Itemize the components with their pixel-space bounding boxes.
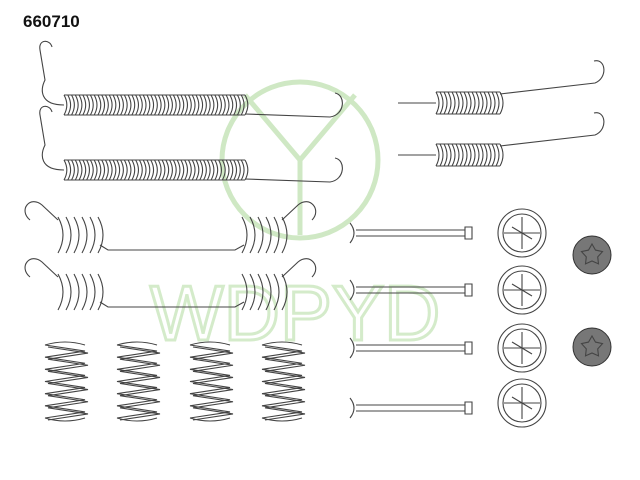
hold-down-pin [349, 337, 473, 359]
part-number: 660710 [23, 12, 80, 31]
short-hook-spring [398, 60, 605, 115]
compression-spring [189, 341, 234, 422]
long-hook-spring [39, 40, 343, 118]
spring-cup [497, 323, 547, 373]
spring-cup [497, 378, 547, 428]
u-shaped-spring [24, 201, 317, 254]
hold-down-pin [349, 279, 473, 301]
short-hook-spring [398, 112, 605, 167]
hold-down-pin [349, 222, 473, 244]
long-hook-spring [39, 105, 343, 183]
compression-spring [116, 341, 161, 422]
u-shaped-spring [24, 258, 317, 311]
compression-spring [44, 341, 89, 422]
watermark-logo: WDPYD [149, 79, 442, 359]
compression-spring [261, 341, 306, 422]
star-clip [572, 235, 612, 275]
hold-down-pin [349, 397, 473, 419]
star-clip [572, 327, 612, 367]
spring-cup [497, 265, 547, 315]
spring-cup [497, 208, 547, 258]
